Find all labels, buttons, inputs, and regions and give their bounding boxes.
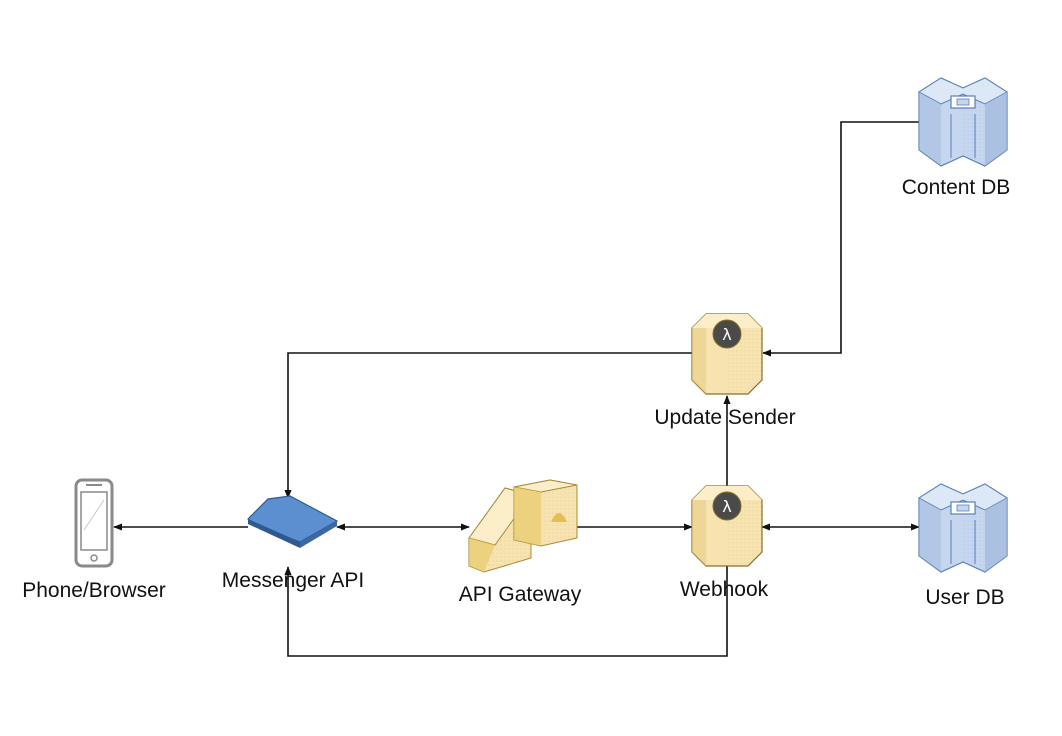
node-user-db [918,483,1008,573]
svg-text:λ: λ [722,325,731,344]
edge-contentdb-to-sender [762,121,919,357]
node-content-db [918,77,1008,167]
lambda-function-icon: λ [691,313,763,395]
database-icon [918,483,1008,573]
database-icon [918,77,1008,167]
label-content-db: Content DB [902,176,1011,199]
node-messenger-api: Messenger API [222,495,364,592]
api-gateway-icon [468,479,578,573]
edge-sender-to-messenger [284,352,692,499]
svg-text:λ: λ [722,497,731,516]
api-endpoint-icon [247,495,339,548]
node-webhook: λ [691,485,763,567]
label-phone-browser: Phone/Browser [22,579,166,602]
node-api-gateway: API Gateway [459,479,582,606]
edges [113,121,920,657]
label-webhook: Webhook [680,578,769,601]
label-update-sender: Update Sender [654,406,795,429]
node-phone-browser: Phone/Browser [22,478,166,602]
label-messenger-api: Messenger API [222,569,364,592]
label-api-gateway: API Gateway [459,583,582,606]
edge-webhook-to-messenger [284,566,728,657]
mobile-phone-icon [74,478,114,568]
node-update-sender: λ [691,313,763,395]
label-user-db: User DB [925,586,1004,609]
lambda-function-icon: λ [691,485,763,567]
